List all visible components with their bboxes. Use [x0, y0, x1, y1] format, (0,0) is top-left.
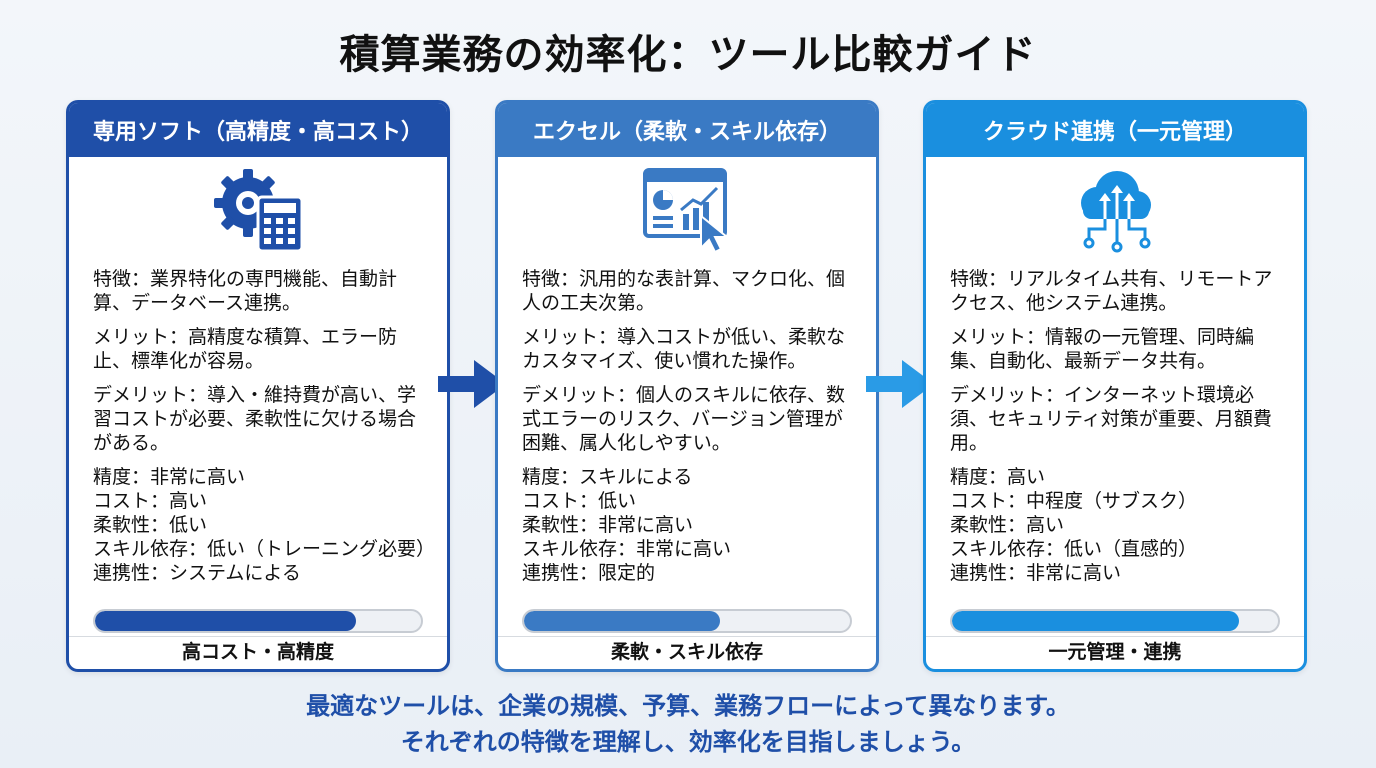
arrow-right-icon	[438, 360, 506, 408]
stat-skill-dependency: スキル依存：低い（トレーニング必要）	[93, 538, 436, 560]
level-bar	[950, 609, 1280, 633]
card-excel: エクセル（柔軟・スキル依存） 特徴：汎用的な表計算、マクロ化、個人の工夫次第。 …	[495, 100, 879, 672]
level-bar-fill	[952, 611, 1239, 631]
stat-integration: 連携性：システムによる	[93, 562, 301, 584]
stat-skill-dependency: スキル依存：非常に高い	[522, 538, 732, 560]
stat-flexibility: 柔軟性：低い	[93, 514, 208, 536]
merits-text: メリット：高精度な積算、エラー防止、標準化が容易。	[93, 326, 398, 372]
stat-integration: 連携性：限定的	[522, 562, 656, 584]
stats-list: 精度：スキルによる コスト：低い 柔軟性：非常に高い スキル依存：非常に高い 連…	[522, 465, 854, 585]
footer-line-2: それぞれの特徴を理解し、効率化を目指しましょう。	[400, 728, 976, 756]
stat-cost: コスト：高い	[93, 490, 208, 512]
gear-calculator-icon	[69, 157, 447, 261]
level-bar-fill	[95, 611, 356, 631]
spreadsheet-chart-icon	[498, 157, 876, 261]
stats-list: 精度：非常に高い コスト：高い 柔軟性：低い スキル依存：低い（トレーニング必要…	[93, 465, 436, 585]
features-text: 特徴：汎用的な表計算、マクロ化、個人の工夫次第。	[522, 268, 846, 314]
page-title: 積算業務の効率化：ツール比較ガイド	[339, 32, 1037, 78]
stat-flexibility: 柔軟性：非常に高い	[522, 514, 694, 536]
features-text: 特徴：業界特化の専門機能、自動計算、データベース連携。	[93, 268, 398, 314]
stat-accuracy: 精度：スキルによる	[522, 466, 693, 488]
cloud-network-icon	[926, 157, 1304, 261]
bar-caption: 柔軟・スキル依存	[498, 636, 876, 665]
stat-skill-dependency: スキル依存：低い（直感的）	[950, 538, 1198, 560]
stat-cost: コスト：中程度（サブスク）	[950, 490, 1198, 512]
bar-caption: 一元管理・連携	[926, 636, 1304, 665]
stat-cost: コスト：低い	[522, 490, 637, 512]
features-text: 特徴：リアルタイム共有、リモートアクセス、他システム連携。	[950, 268, 1273, 314]
stat-accuracy: 精度：非常に高い	[93, 466, 246, 488]
demerits-text: デメリット：個人のスキルに依存、数式エラーのリスク、バージョン管理が困難、属人化…	[522, 384, 846, 454]
level-bar-fill	[524, 611, 720, 631]
merits-text: メリット：導入コストが低い、柔軟なカスタマイズ、使い慣れた操作。	[522, 326, 846, 372]
card-header: クラウド連携（一元管理）	[926, 103, 1304, 157]
card-header: 専用ソフト（高精度・高コスト）	[69, 103, 447, 157]
demerits-text: デメリット：インターネット環境必須、セキュリティ対策が重要、月額費用。	[950, 384, 1272, 454]
card-cloud: クラウド連携（一元管理）	[923, 100, 1307, 672]
arrow-right-icon	[866, 360, 934, 408]
stat-integration: 連携性：非常に高い	[950, 562, 1122, 584]
bar-caption: 高コスト・高精度	[69, 636, 447, 665]
merits-text: メリット：情報の一元管理、同時編集、自動化、最新データ共有。	[950, 326, 1255, 372]
demerits-text: デメリット：導入・維持費が高い、学習コストが必要、柔軟性に欠ける場合がある。	[93, 384, 417, 454]
stat-accuracy: 精度：高い	[950, 466, 1046, 488]
level-bar	[522, 609, 852, 633]
card-dedicated-software: 専用ソフト（高精度・高コスト）	[66, 100, 450, 672]
footer-line-1: 最適なツールは、企業の規模、予算、業務フローによって異なります。	[306, 692, 1070, 720]
stat-flexibility: 柔軟性：高い	[950, 514, 1065, 536]
level-bar	[93, 609, 423, 633]
card-header: エクセル（柔軟・スキル依存）	[498, 103, 876, 157]
stats-list: 精度：高い コスト：中程度（サブスク） 柔軟性：高い スキル依存：低い（直感的）…	[950, 465, 1282, 585]
